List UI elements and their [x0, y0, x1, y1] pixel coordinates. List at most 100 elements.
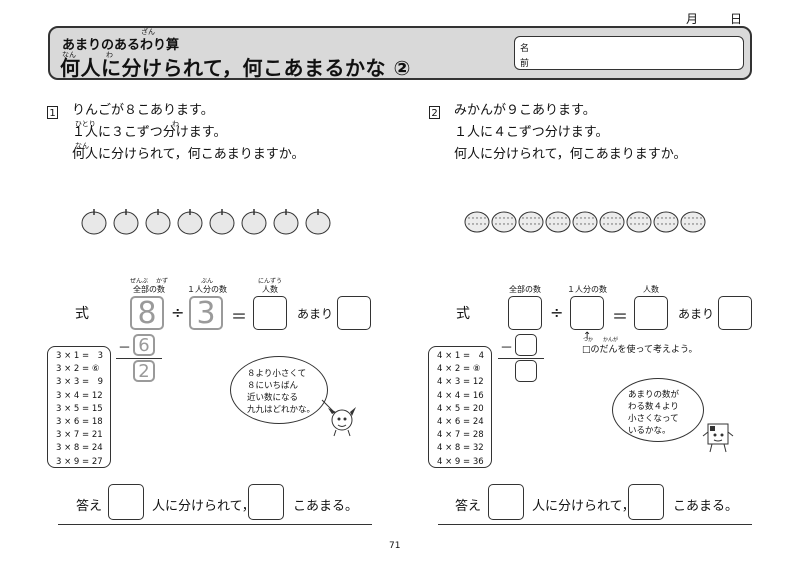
- equals-sign-2: ＝: [612, 307, 629, 326]
- problem-1-ruby-nan: なん: [75, 142, 89, 150]
- answer-people-box-2[interactable]: [488, 484, 524, 520]
- dividend-box-2[interactable]: [508, 296, 542, 330]
- table-row: 3 × 5 = 15: [56, 403, 103, 414]
- table-row: 3 × 7 = 21: [56, 430, 103, 441]
- orange-icon: [653, 211, 679, 233]
- label-per: １人分の数: [187, 285, 227, 294]
- table-row: 3 × 9 = 27: [56, 456, 103, 467]
- name-label-1: 名: [520, 44, 530, 54]
- label-people: 人数: [262, 285, 278, 294]
- problem-1-line-1: りんごが８こあります。: [72, 103, 214, 118]
- table-row: 4 × 8 = 32: [437, 443, 484, 454]
- problem-1-ruby-hitori: ひとり: [75, 120, 96, 128]
- table-row: 3 × 6 = 18: [56, 417, 103, 428]
- label-total: 全部の数: [133, 285, 165, 294]
- times-table-3: 3 × 1 = 3 3 × 2 = ⑥ 3 × 3 = 9 3 × 4 = 12…: [47, 346, 111, 468]
- divisor-box-2[interactable]: [570, 296, 604, 330]
- answer-end-2: こあまる。: [673, 499, 739, 514]
- equation-label: 式: [75, 306, 89, 322]
- table-row: 4 × 4 = 16: [437, 390, 484, 401]
- date-month-label: 月: [686, 12, 699, 26]
- quotient-box-2[interactable]: [634, 296, 668, 330]
- subtract-line-2: [498, 358, 544, 359]
- orange-icon: [626, 211, 652, 233]
- divide-sign-2: ÷: [550, 303, 564, 322]
- label-people-2: 人数: [643, 285, 659, 294]
- orange-icon: [464, 211, 490, 233]
- orange-icon: [545, 211, 571, 233]
- answer-end-1: こあまる。: [293, 499, 359, 514]
- answer-mid-1: 人に分けられて，: [152, 499, 255, 514]
- quotient-box[interactable]: [253, 296, 287, 330]
- times-table-4: 4 × 1 = 4 4 × 2 = ⑧ 4 × 3 = 12 4 × 4 = 1…: [428, 346, 492, 468]
- subtract-value-box-2[interactable]: [515, 334, 537, 356]
- apple-icon: [113, 209, 139, 235]
- apple-icon: [209, 209, 235, 235]
- name-field[interactable]: 名 前: [514, 36, 744, 70]
- remainder-value-box-2[interactable]: [515, 360, 537, 382]
- table-row: 4 × 6 = 24: [437, 417, 484, 428]
- label-people-ruby: にんずう: [257, 278, 282, 285]
- orange-row: [464, 208, 711, 240]
- orange-icon: [680, 211, 706, 233]
- problem-2-line-3: 何人に分けられて，何こあまりますか。: [454, 147, 687, 162]
- table-row: 4 × 1 = 4: [437, 351, 485, 361]
- remainder-value-box: 2: [133, 360, 155, 382]
- apple-icon: [241, 209, 267, 235]
- divisor-box: 3: [189, 296, 223, 330]
- table-row: 3 × 2 = ⑥: [56, 364, 100, 375]
- equation-label-2: 式: [456, 306, 470, 322]
- remainder-label: あまり: [297, 307, 334, 321]
- page-number: 71: [389, 541, 401, 551]
- title-ruby-nan: なん: [62, 51, 76, 59]
- equals-sign: ＝: [231, 307, 248, 326]
- problem-2-line-2: １人に４こずつ分けます。: [454, 125, 609, 140]
- minus-sign: －: [118, 341, 132, 356]
- answer-people-box-1[interactable]: [108, 484, 144, 520]
- answer-remainder-box-2[interactable]: [628, 484, 664, 520]
- answer-underline-2: [438, 524, 752, 525]
- subtitle-ruby: ざん: [141, 28, 155, 36]
- apple-icon: [145, 209, 171, 235]
- mascot-dog-icon: [321, 399, 356, 437]
- table-row: 4 × 9 = 36: [437, 456, 484, 467]
- apple-icon: [305, 209, 331, 235]
- apple-row: [81, 208, 341, 240]
- answer-underline-1: [58, 524, 372, 525]
- remainder-box-2[interactable]: [718, 296, 752, 330]
- answer-label-1: 答え: [76, 499, 103, 514]
- hint-text: □のだんを使って考えよう。: [582, 345, 698, 355]
- label-per-2: １人分の数: [567, 285, 607, 294]
- subtract-value-box: 6: [133, 334, 155, 356]
- date-day-label: 日: [730, 12, 743, 26]
- name-label-2: 前: [520, 59, 530, 69]
- table-row: 4 × 3 = 12: [437, 377, 484, 388]
- hint-bubble-2: あまりの数が わる数４より 小さくなって いるかな。: [612, 378, 704, 442]
- arrow-up-icon: ↑: [583, 331, 592, 342]
- problem-1-line-3: 何人に分けられて，何こあまりますか。: [72, 147, 305, 162]
- bubble-line: いるかな。: [628, 426, 671, 436]
- table-row: 3 × 1 = 3: [56, 351, 104, 361]
- mascot-book-icon: [702, 423, 734, 453]
- bubble-line: ８より小さくて: [247, 369, 307, 379]
- problem-2-number: 2: [429, 106, 440, 119]
- worksheet-title: 何人に分けられて，何こあまるかな ②: [60, 56, 411, 80]
- orange-icon: [572, 211, 598, 233]
- label-total-2: 全部の数: [509, 285, 541, 294]
- bubble-line: わる数４より: [628, 402, 679, 412]
- dividend-box: 8: [130, 296, 164, 330]
- problem-1-ruby-wa: わ: [172, 120, 179, 128]
- title-ruby-wa: わ: [106, 51, 113, 59]
- orange-icon: [518, 211, 544, 233]
- bubble-line: ８にいちばん: [247, 381, 299, 391]
- divide-sign: ÷: [171, 303, 185, 322]
- table-row: 4 × 5 = 20: [437, 403, 484, 414]
- problem-2-line-1: みかんが９こあります。: [454, 103, 596, 118]
- answer-remainder-box-1[interactable]: [248, 484, 284, 520]
- hint-bubble-1: ８より小さくて ８にいちばん 近い数になる 九九はどれかな。: [230, 356, 328, 424]
- remainder-box[interactable]: [337, 296, 371, 330]
- apple-icon: [177, 209, 203, 235]
- apple-icon: [81, 209, 107, 235]
- bubble-line: 近い数になる: [247, 393, 299, 403]
- table-row: 3 × 8 = 24: [56, 443, 103, 454]
